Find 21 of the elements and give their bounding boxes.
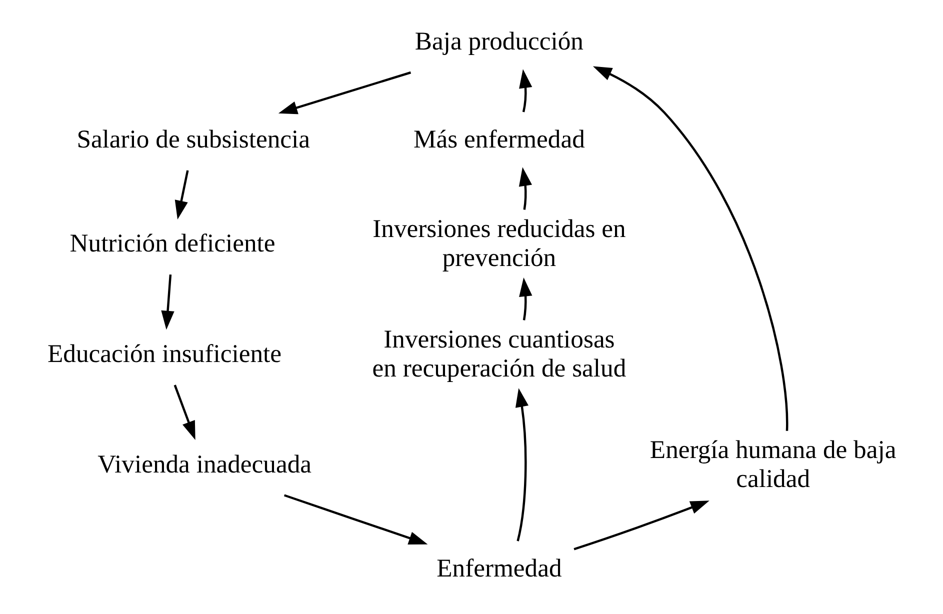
node-text: Inversiones reducidas en prevención [372,214,626,272]
arrow [518,167,532,210]
arrow [518,69,532,112]
node-text: Vivienda inadecuada [97,449,312,478]
arrow [160,274,174,330]
node-text: Salario de subsistencia [76,124,310,154]
arrow [518,278,532,320]
node-text: Educación insuficiente [47,338,281,368]
node-text: Más enfermedad [413,124,584,154]
node-text: Energía humana de baja calidad [649,435,896,493]
arrow [592,66,788,431]
arrow [514,388,528,542]
node-text: Inversiones cuantiosas en recuperación de salud [372,324,626,382]
arrow [278,71,411,114]
arrow [573,500,709,550]
arrow [173,384,195,440]
node-text: Nutrición deficiente [69,228,275,258]
arrow [174,170,188,220]
arrow [283,494,428,544]
node-text: Enfermedad [436,554,562,583]
node-text: Baja producción [414,26,583,56]
